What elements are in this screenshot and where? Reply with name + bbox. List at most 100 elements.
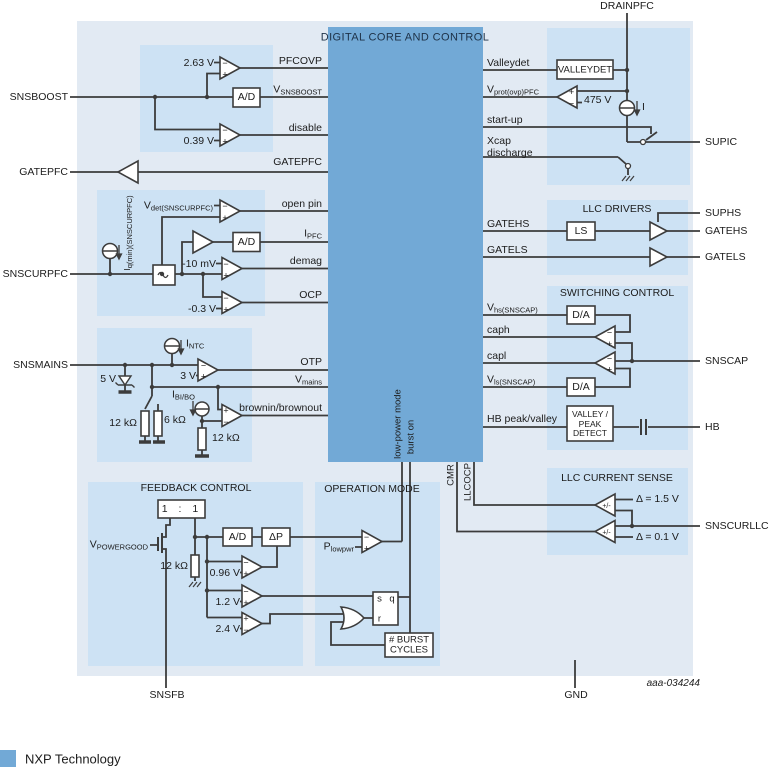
ref-475v: 475 V <box>584 93 612 106</box>
label-12k-mains: 12 kΩ <box>109 416 137 429</box>
label-12k-feedback: 12 kΩ <box>160 559 188 572</box>
vpd-line3: DETECT <box>573 427 607 438</box>
pm-signs: +/- +/- <box>602 503 611 537</box>
label-iq: Iq(min)(SNSCURPFC) <box>121 195 134 271</box>
gatepfc-driver <box>116 159 139 185</box>
core-pin-gatehs: GATEHS <box>487 217 530 230</box>
comparator-vdet <box>219 198 242 224</box>
pin-gatels: GATELS <box>705 250 746 263</box>
pin-drainpfc: DRAINPFC <box>600 0 654 12</box>
adc-box-snsboost <box>232 87 261 108</box>
svg-text:+: + <box>243 614 248 624</box>
core-pin-startup: start-up <box>487 113 523 126</box>
svg-text:+: + <box>201 372 206 382</box>
supic-switch-contact <box>639 138 647 146</box>
resistor-12k-feedback <box>190 554 200 578</box>
svg-text:+: + <box>222 213 227 223</box>
da-box-bottom <box>566 377 596 397</box>
core-pin-ocp: OCP <box>299 288 322 301</box>
svg-text:+/-: +/- <box>602 530 611 537</box>
comparator-demag <box>221 256 244 281</box>
core-pin-otp: OTP <box>300 355 322 368</box>
pin-hb: HB <box>705 420 720 433</box>
ref-5v: 5 V <box>100 372 116 385</box>
legend-label: NXP Technology <box>25 751 121 767</box>
valleydet-box-label: VALLEYDET <box>557 63 613 75</box>
vpd-line2: PEAK <box>578 418 602 429</box>
xcap-switch-contact <box>624 162 632 170</box>
core-pin-hbpv: HB peak/valley <box>487 412 558 425</box>
pin-snscap: SNSCAP <box>705 354 749 367</box>
core-pin-vhs: Vhs(SNSCAP) <box>487 301 538 315</box>
legend-swatch <box>0 750 16 767</box>
svg-text:−: − <box>223 259 228 269</box>
core-pin-brownin: brownin/brownout <box>239 401 322 414</box>
ref-vdet: Vdet(SNSCURPFC) <box>143 198 213 212</box>
or-gate <box>339 606 366 630</box>
pin-snsfb: SNSFB <box>149 688 185 701</box>
core-pin-burst-on: burst on <box>405 419 417 455</box>
svg-text:+: + <box>607 339 612 349</box>
svg-text:−: − <box>201 361 206 371</box>
core-pin-open-pin: open pin <box>281 197 322 210</box>
delta-p-box <box>261 527 291 547</box>
core-pin-demag: demag <box>289 254 322 267</box>
comparator-ocp <box>221 290 244 315</box>
label-plowpwr: Plowpwr <box>323 539 354 553</box>
pin-gatehs: GATEHS <box>705 224 748 237</box>
core-pin-disable: disable <box>288 121 322 134</box>
title-feedback-control: FEEDBACK CONTROL <box>140 481 252 494</box>
core-pin-vmains: Vmains <box>294 373 322 387</box>
core-pin-llcocp: LLCOCP <box>462 462 474 502</box>
pin-suphs: SUPHS <box>705 206 742 219</box>
svg-text:−: − <box>243 625 248 635</box>
sr-latch-box <box>372 591 399 626</box>
adc-box-ipfc <box>232 231 261 253</box>
core-pin-pfcovp: PFCOVP <box>278 54 322 67</box>
core-pin-ipfc: IPFC <box>304 227 322 241</box>
figure-id: aaa-034244 <box>646 678 700 689</box>
ref-0v39: 0.39 V <box>183 134 214 147</box>
svg-text:−: − <box>222 125 227 135</box>
core-pin-valleydet: Valleydet <box>487 56 530 69</box>
adc-label-snsboost: A/D <box>237 90 256 103</box>
core-pin-cmr: CMR <box>445 464 457 486</box>
burst-line1: # BURST <box>388 634 430 646</box>
comparator-plowpwr <box>361 529 384 554</box>
comparator-delta1v5 <box>593 492 616 518</box>
comparator-2v4 <box>241 611 264 636</box>
label-vpowergood: VPOWERGOOD <box>89 538 148 552</box>
ref-2v63: 2.63 V <box>183 56 214 69</box>
delta-p-label: ΔP <box>268 530 284 543</box>
ref-3v: 3 V <box>180 369 196 382</box>
core-pin-vls: Vls(SNSCAP) <box>487 373 536 387</box>
pin-snscurpfc: SNSCURPFC <box>2 267 68 280</box>
ref-1v2: 1.2 V <box>215 595 240 608</box>
svg-text:+: + <box>223 271 228 281</box>
title-llc-drivers: LLC DRIVERS <box>582 202 652 215</box>
comparator-brownin <box>221 403 244 428</box>
svg-text:−: − <box>243 587 248 597</box>
wires <box>70 13 700 688</box>
adc-box-feedback <box>222 527 253 547</box>
svg-text:−: − <box>222 201 227 211</box>
comparator-0v96 <box>241 554 264 580</box>
ref-2v4: 2.4 V <box>215 622 240 635</box>
comparator-capl <box>593 350 616 376</box>
burst-line2: CYCLES <box>389 644 429 656</box>
svg-text:+: + <box>223 305 228 315</box>
svg-text:−: − <box>223 293 228 303</box>
comparator-0v39 <box>219 122 242 148</box>
valley-peak-detect-box <box>566 405 614 442</box>
svg-text:−: − <box>607 328 612 338</box>
svg-text:+: + <box>607 365 612 375</box>
digital-core-block <box>328 27 483 462</box>
resistor-12k-mains <box>140 410 150 437</box>
ref-minus0v3: -0.3 V <box>187 302 216 315</box>
label-i: I <box>642 100 645 113</box>
svg-text:+: + <box>222 137 227 147</box>
label-12k-bibo: 12 kΩ <box>212 431 240 444</box>
panel-hv <box>547 28 690 185</box>
svg-text:+: + <box>222 70 227 80</box>
ref-minus10mv: -10 mV <box>182 257 216 270</box>
